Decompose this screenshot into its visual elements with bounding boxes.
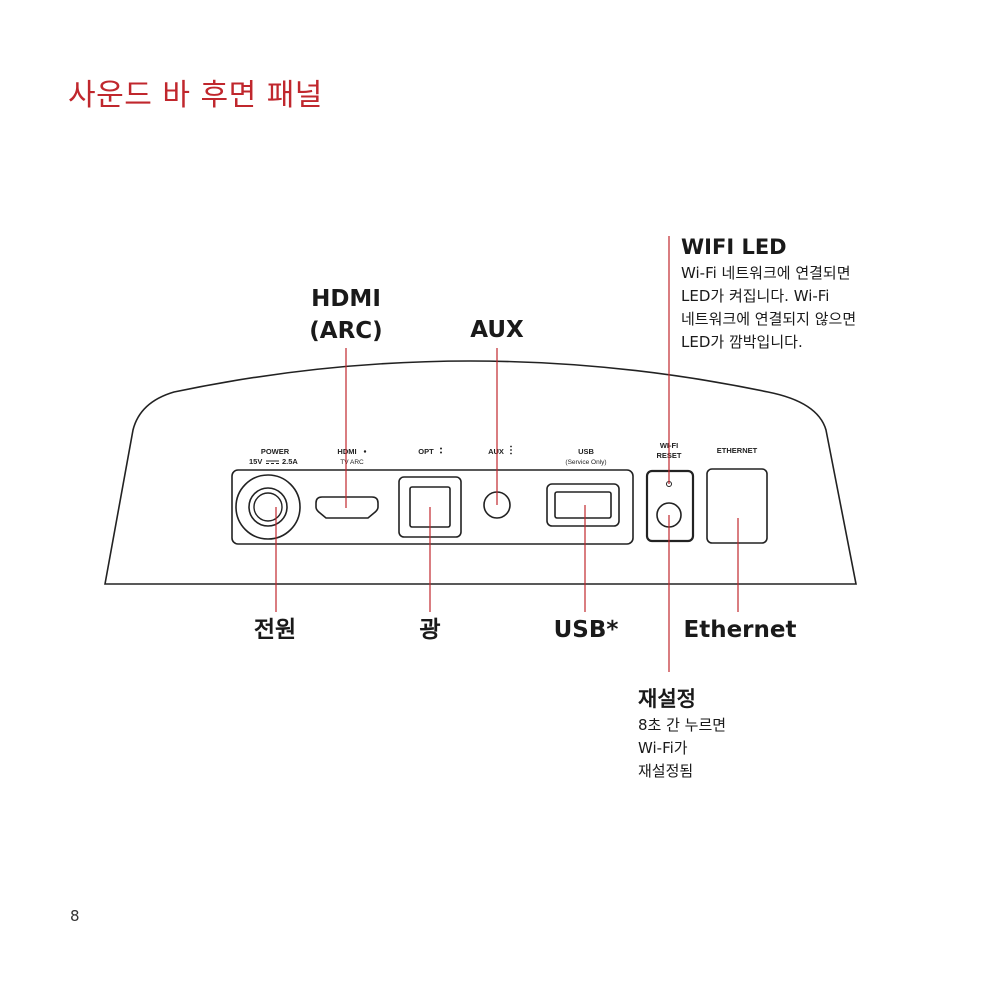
callout-wifi-led-line: Wi-Fi 네트워크에 연결되면	[681, 264, 851, 282]
panel-label-ethernet: ETHERNET	[717, 446, 758, 455]
panel-label-opt: OPT	[418, 447, 434, 456]
aux-dots-icon	[510, 445, 512, 455]
callout-ethernet: Ethernet	[683, 617, 797, 643]
panel-label-usb-sub: (Service Only)	[565, 459, 606, 466]
callout-usb: USB*	[553, 617, 619, 643]
page-title: 사운드 바 후면 패널	[68, 78, 323, 113]
callout-wifi-led-line: 네트워크에 연결되지 않으면	[681, 310, 857, 328]
callout-power: 전원	[253, 617, 297, 643]
callout-wifi-led: WIFI LED Wi-Fi 네트워크에 연결되면 LED가 켜집니다. Wi-…	[681, 232, 856, 354]
panel-label-power-volt: 15V	[249, 457, 262, 466]
panel-label-power-amp: 2.5A	[282, 457, 298, 466]
hdmi-port	[315, 496, 379, 519]
power-port	[235, 474, 301, 540]
callout-reset-line: Wi-Fi가	[638, 739, 688, 757]
panel-label-aux: AUX	[488, 447, 504, 456]
page-number: 8	[70, 907, 80, 925]
dc-symbol-icon	[266, 460, 279, 464]
panel-label-hdmi-sub: TV ARC	[340, 459, 364, 466]
callout-hdmi-line2: (ARC)	[309, 318, 383, 344]
callout-hdmi-line1: HDMI	[311, 286, 381, 312]
panel-label-power: POWER	[261, 447, 290, 456]
panel-label-usb: USB	[578, 447, 594, 456]
opt-colon-icon	[440, 447, 442, 454]
callout-hdmi: HDMI (ARC)	[296, 283, 396, 347]
wifi-reset-panel	[645, 469, 695, 543]
hdmi-dot-icon	[363, 450, 367, 453]
callout-wifi-led-line: LED가 깜박입니다.	[681, 333, 803, 351]
callout-reset-line: 재설정됨	[638, 762, 694, 780]
callout-reset: 재설정 8초 간 누르면 Wi-Fi가 재설정됨	[638, 684, 726, 783]
callout-wifi-led-title: WIFI LED	[681, 235, 787, 259]
usb-port	[546, 483, 620, 527]
callout-wifi-led-line: LED가 켜집니다. Wi-Fi	[681, 287, 830, 305]
callout-reset-line: 8초 간 누르면	[638, 716, 727, 734]
callout-aux: AUX	[470, 317, 524, 343]
callout-optical: 광	[419, 617, 441, 643]
callout-reset-title: 재설정	[638, 687, 696, 711]
ethernet-port	[706, 468, 768, 544]
port-plate	[231, 469, 634, 545]
panel-label-hdmi: HDMI	[337, 447, 356, 456]
